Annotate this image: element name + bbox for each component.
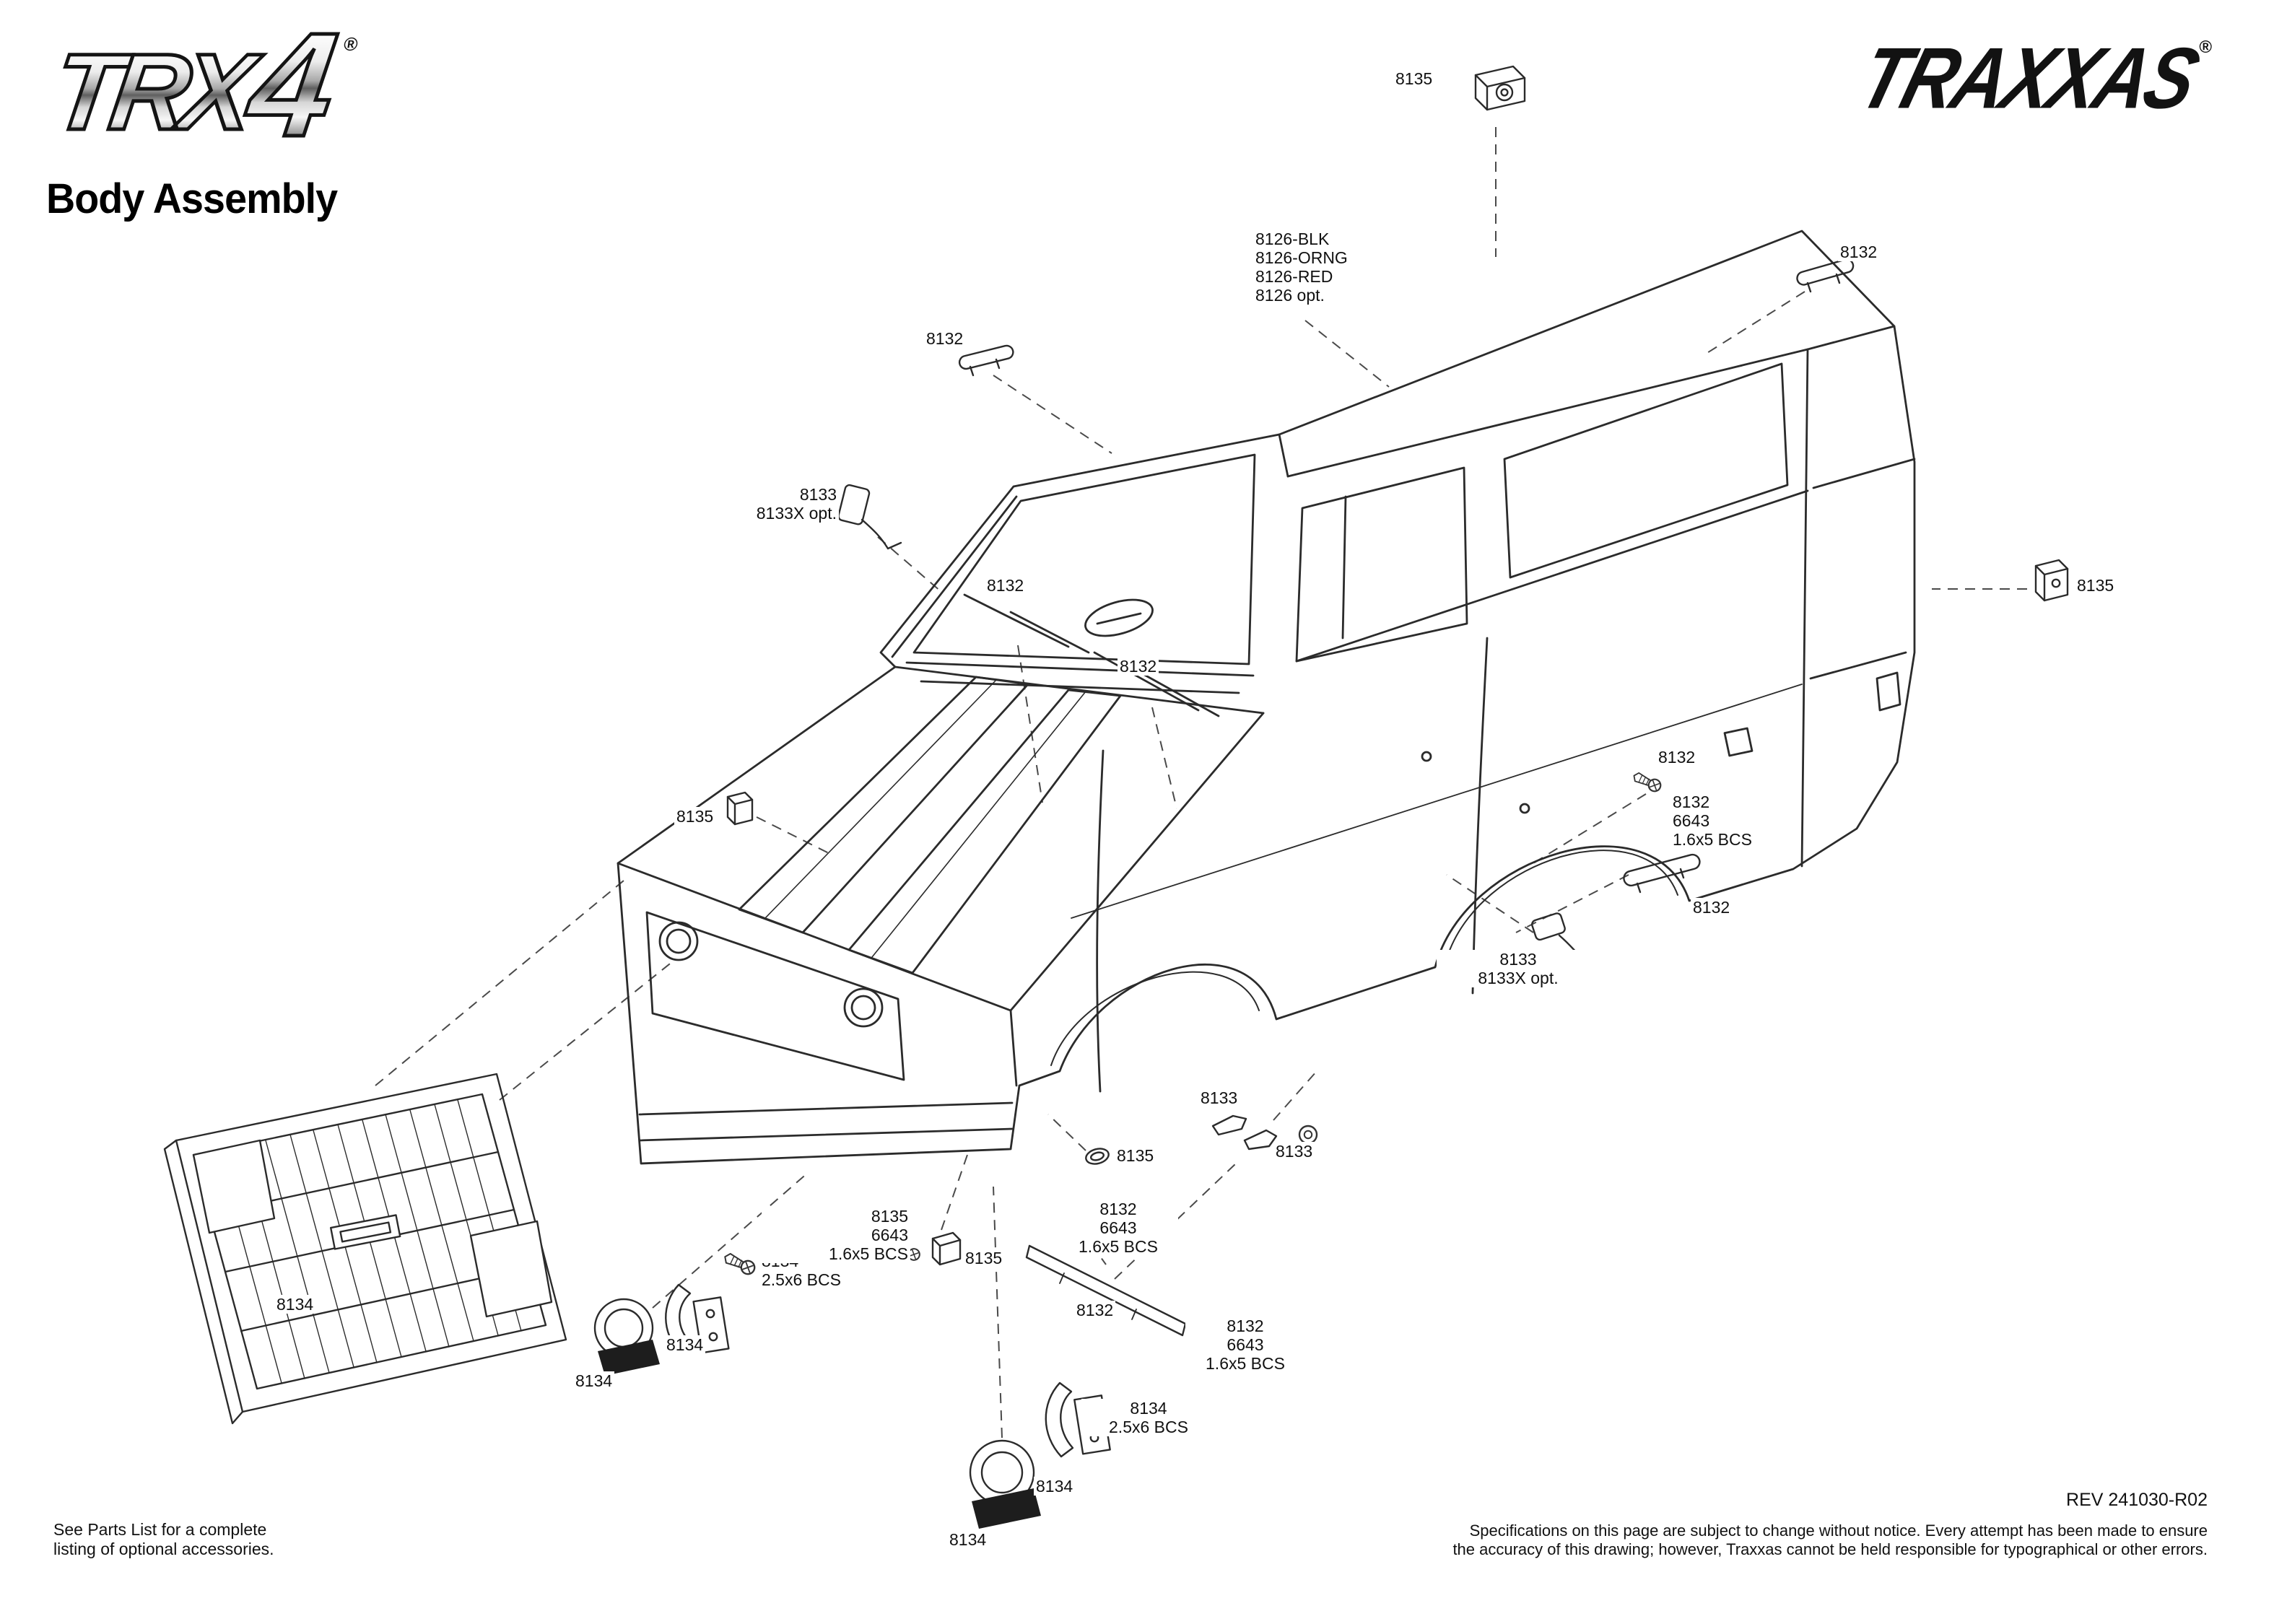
callout-marker-side: 8135 xyxy=(1115,1146,1156,1165)
drip-rail-right-parts xyxy=(1623,769,1701,894)
callout-headlight-bucket-upper: 8134 xyxy=(573,1371,615,1390)
callout-wiper-right: 8132 xyxy=(1118,657,1159,676)
traxxas-logo-text: TRAXXAS xyxy=(1850,30,2208,128)
callout-door-handle-upper-left: 8132 xyxy=(924,329,966,348)
callout-rocker-screw-lower: 8132 6643 1.6x5 BCS xyxy=(1185,1317,1305,1373)
callout-latch-upper: 8133 xyxy=(1198,1088,1240,1107)
door-handle-upper-left-part xyxy=(958,344,1014,377)
marker-front-left-part xyxy=(726,791,754,826)
callout-marker-front-left: 8135 xyxy=(674,807,716,826)
marker-rear-right-part xyxy=(2034,559,2069,602)
callout-body-shell: 8126-BLK 8126-ORNG 8126-RED 8126 opt. xyxy=(1253,230,1350,305)
marker-small-parts xyxy=(891,1231,962,1266)
callout-door-screw-group: 8132 6643 1.6x5 BCS xyxy=(1670,793,1754,849)
traxxas-logo: TRAXXAS ® xyxy=(1850,30,2212,127)
callout-headlight-bucket-lower: 8134 xyxy=(947,1530,989,1549)
callout-marker-screw-group: 8135 6643 1.6x5 BCS xyxy=(762,1207,910,1263)
roof-rail-right-part xyxy=(1796,258,1855,293)
marker-side-part xyxy=(1085,1148,1110,1165)
traxxas-registered-mark: ® xyxy=(2199,38,2212,57)
callout-rocker-screw-upper: 8132 6643 1.6x5 BCS xyxy=(1058,1200,1178,1256)
rocker-trim-parts xyxy=(1025,1220,1225,1349)
revision-number: REV 241030-R02 xyxy=(2066,1490,2208,1510)
specifications-disclaimer: Specifications on this page are subject … xyxy=(1452,1522,2208,1558)
grille-part xyxy=(163,1073,567,1425)
truck-body xyxy=(617,230,1916,1165)
callout-roof-rail-right: 8132 xyxy=(1838,243,1880,261)
callout-rocker-trim: 8132 xyxy=(1074,1301,1116,1319)
headlight-upper-parts xyxy=(593,1249,758,1376)
headlight-lower-parts xyxy=(969,1381,1128,1529)
parts-list-note: See Parts List for a complete listing of… xyxy=(53,1520,274,1558)
page-title: Body Assembly xyxy=(46,175,338,222)
callout-mirror-right: 8133 8133X opt. xyxy=(1437,950,1600,987)
exploded-parts xyxy=(163,65,2069,1529)
callout-drip-rail-right: 8132 xyxy=(1691,898,1733,917)
callout-roof-light: 8135 xyxy=(1393,69,1435,88)
callout-headlight-bracket-upper: 8134 xyxy=(664,1335,706,1354)
callout-marker-rear-right: 8135 xyxy=(2075,576,2117,595)
mirror-left-part xyxy=(837,484,902,550)
callout-latch-lower: 8133 xyxy=(1273,1142,1315,1161)
callout-marker-small: 8135 xyxy=(963,1249,1005,1267)
callout-grille: 8134 xyxy=(274,1295,316,1314)
callout-mirror-left: 8133 8133X opt. xyxy=(690,485,839,523)
roof-light-part xyxy=(1474,65,1526,111)
callout-headlight-bracket-lower: 8134 xyxy=(1034,1477,1076,1496)
trx4-logo-number: 4 xyxy=(238,1,347,170)
trx4-logo-text: TRX xyxy=(44,30,263,154)
leader-lines xyxy=(375,127,2027,1439)
callout-wiper-left: 8132 xyxy=(985,576,1027,595)
callout-door-handle-rear: 8132 xyxy=(1656,748,1698,767)
callout-headlight-screw-lower: 8134 2.5x6 BCS xyxy=(1081,1399,1216,1436)
latch-parts xyxy=(1211,1114,1318,1151)
